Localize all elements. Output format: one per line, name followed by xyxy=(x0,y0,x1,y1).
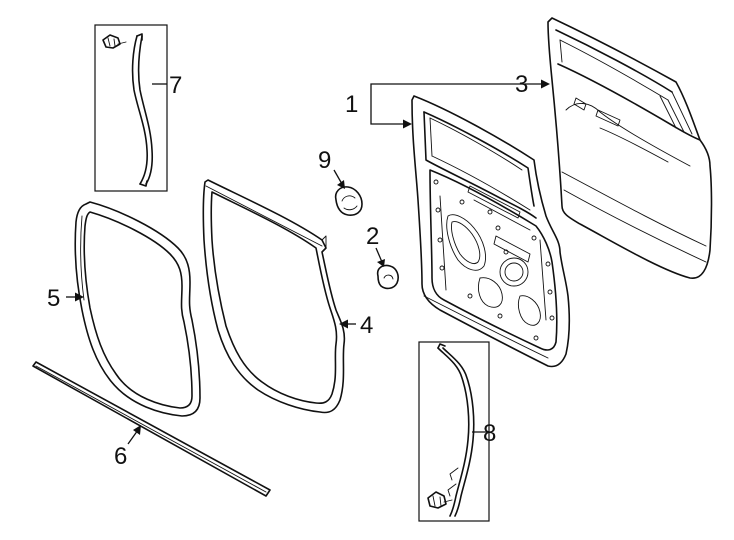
callout-9: 9 xyxy=(318,147,331,174)
leaders xyxy=(66,79,550,445)
part-5-weatherstrip xyxy=(74,201,201,417)
callouts: 1 2 3 4 5 6 7 8 9 xyxy=(47,71,528,470)
clip-icon xyxy=(102,34,121,49)
part-1-door-frame xyxy=(411,95,571,368)
callout-6: 6 xyxy=(114,443,127,470)
part-9-plug xyxy=(334,186,363,216)
part-7-harness xyxy=(94,24,168,192)
callout-2: 2 xyxy=(366,223,379,250)
part-8-harness xyxy=(418,341,490,522)
callout-8: 8 xyxy=(483,420,496,447)
clip-icon-lower xyxy=(427,491,447,509)
callout-7: 7 xyxy=(169,72,182,99)
part-6-strip xyxy=(32,361,271,497)
part-7-box xyxy=(94,24,168,192)
part-2-plug xyxy=(376,264,399,290)
callout-1: 1 xyxy=(345,91,358,118)
callout-3: 3 xyxy=(515,71,528,98)
callout-5: 5 xyxy=(47,285,60,312)
callout-4: 4 xyxy=(360,312,373,339)
part-4-weatherstrip xyxy=(202,179,346,414)
part-3-outer-panel xyxy=(547,17,713,279)
